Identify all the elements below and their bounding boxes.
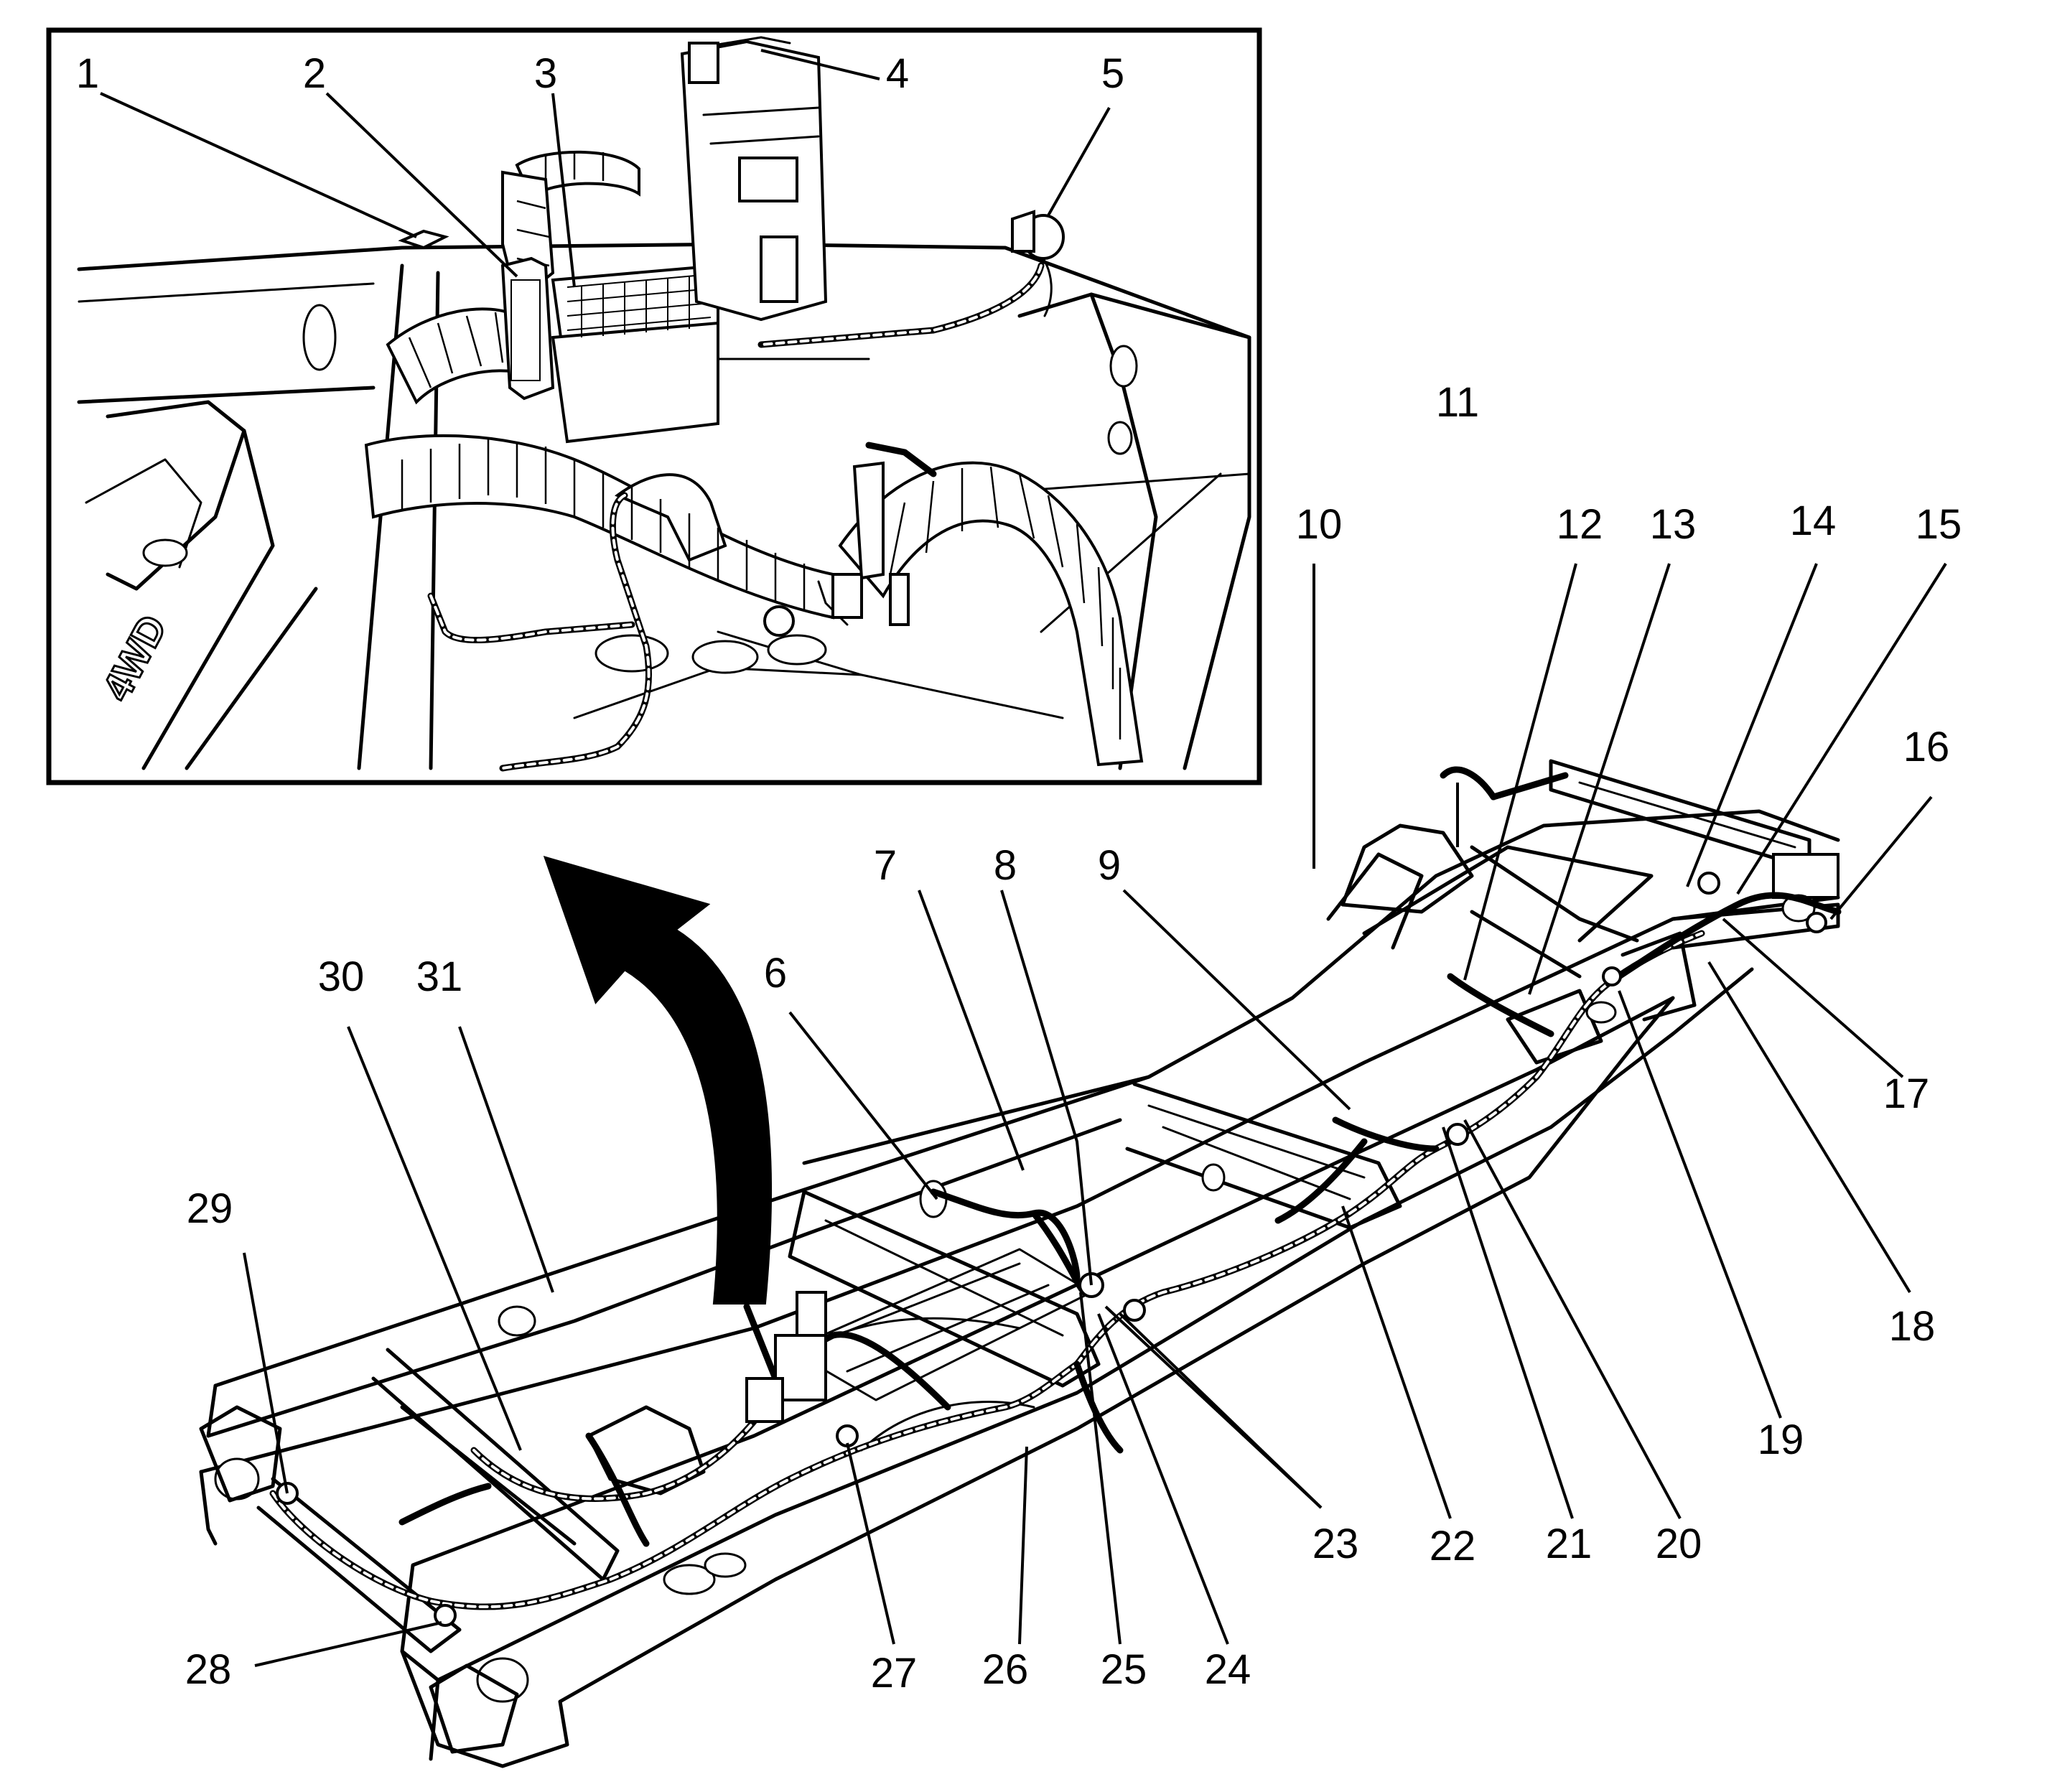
callout-15: 15 (1916, 501, 1962, 548)
callout-21: 21 (1546, 1521, 1593, 1567)
callout-26: 26 (982, 1646, 1029, 1693)
callout-18: 18 (1889, 1303, 1936, 1350)
callout-19: 19 (1758, 1417, 1804, 1463)
inset-small-wiring (427, 262, 1045, 772)
callout-2: 2 (303, 50, 326, 97)
callout-4: 4 (886, 50, 909, 97)
callout-17: 17 (1883, 1070, 1930, 1117)
callout-31: 31 (416, 953, 463, 1000)
callout-1: 1 (76, 50, 99, 97)
callout-7: 7 (874, 842, 897, 889)
callout-29: 29 (187, 1185, 233, 1232)
callout-10: 10 (1296, 501, 1343, 548)
callout-30: 30 (318, 953, 365, 1000)
callout-6: 6 (764, 950, 787, 997)
callout-8: 8 (994, 842, 1017, 889)
callout-14: 14 (1790, 498, 1837, 544)
main-leader-lines (243, 562, 1947, 1667)
callout-23: 23 (1312, 1521, 1359, 1567)
callout-5: 5 (1101, 50, 1124, 97)
callout-22: 22 (1430, 1523, 1476, 1569)
component-1-stud (398, 229, 449, 250)
callout-25: 25 (1101, 1646, 1147, 1693)
callout-11: 11 (1436, 379, 1479, 426)
callout-3: 3 (534, 50, 557, 97)
callout-16: 16 (1903, 724, 1950, 770)
detail-inset: 4WD (46, 27, 1262, 785)
inset-harness-conduit (364, 150, 1144, 767)
component-5-sensor (1011, 210, 1065, 317)
callout-13: 13 (1650, 501, 1697, 548)
component-3-fuse-block (551, 263, 719, 444)
inset-leader-lines (100, 49, 1111, 288)
chassis-frame (199, 759, 1840, 1768)
main-wiring-harness (269, 766, 1842, 1627)
component-4-module (680, 36, 828, 322)
callout-20: 20 (1656, 1521, 1702, 1567)
callout-24: 24 (1205, 1646, 1251, 1693)
inset-components (398, 36, 1065, 637)
callout-27: 27 (871, 1650, 918, 1697)
detail-reference-arrow (543, 856, 773, 1305)
callout-28: 28 (185, 1646, 232, 1693)
callout-12: 12 (1557, 501, 1603, 548)
callout-9: 9 (1098, 842, 1121, 889)
